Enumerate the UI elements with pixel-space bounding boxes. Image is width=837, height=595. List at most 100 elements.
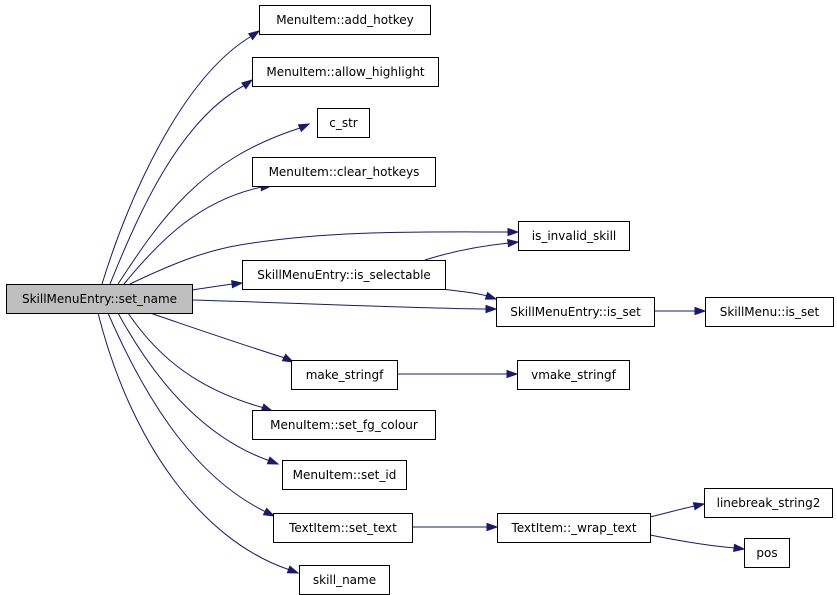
arrowhead-icon	[506, 369, 519, 379]
edge-entry_is_set-to-menu_is_set	[654, 306, 707, 316]
node-label: MenuItem::set_fg_colour	[270, 418, 418, 432]
node-box	[291, 360, 398, 390]
edge-line	[129, 231, 510, 285]
node-box	[517, 360, 630, 390]
node-entry_is_set[interactable]: SkillMenuEntry::is_set	[496, 297, 655, 327]
arrowhead-icon	[485, 304, 498, 314]
edge-root-to-is_selectable	[191, 279, 244, 291]
node-label: pos	[756, 546, 777, 560]
node-wrap_text[interactable]: TextItem::_wrap_text	[497, 513, 651, 543]
edge-line	[117, 127, 301, 285]
node-box	[497, 513, 651, 543]
arrowhead-icon	[507, 227, 520, 237]
node-box	[282, 460, 407, 490]
node-label: SkillMenu::is_set	[720, 305, 820, 319]
arrowhead-icon	[694, 306, 707, 316]
node-set_id[interactable]: MenuItem::set_id	[282, 460, 407, 490]
node-set_fg_colour[interactable]: MenuItem::set_fg_colour	[252, 410, 436, 440]
edge-is_selectable-to-is_invalid_skill	[424, 238, 520, 261]
node-box	[252, 157, 436, 187]
edge-root-to-allow_highlight	[109, 79, 254, 285]
node-box	[705, 297, 834, 327]
node-label: c_str	[329, 116, 358, 130]
edge-line	[107, 312, 267, 513]
arrowhead-icon	[733, 543, 746, 553]
node-root[interactable]: SkillMenuEntry::set_name	[6, 284, 193, 314]
edge-root-to-make_stringf	[149, 312, 295, 363]
node-vmake_stringf[interactable]: vmake_stringf	[517, 360, 630, 390]
arrowhead-icon	[486, 522, 499, 532]
edge-line	[127, 312, 265, 409]
node-label: MenuItem::set_id	[293, 468, 397, 482]
node-box	[252, 410, 436, 440]
node-menu_is_set[interactable]: SkillMenu::is_set	[705, 297, 834, 327]
edge-line	[109, 84, 246, 285]
node-label: MenuItem::allow_highlight	[266, 65, 425, 79]
function-nodes: SkillMenuEntry::set_name MenuItem::add_ho…	[6, 5, 834, 595]
arrowhead-icon	[297, 123, 311, 133]
edge-root-to-skill_name	[97, 312, 300, 574]
edge-set_text-to-wrap_text	[412, 522, 499, 532]
edge-root-to-set_id	[117, 312, 280, 465]
arrowhead-icon	[247, 30, 261, 41]
node-pos[interactable]: pos	[744, 538, 790, 568]
arrowhead-icon	[231, 279, 244, 289]
edge-root-to-set_fg_colour	[127, 312, 274, 412]
node-label: MenuItem::clear_hotkeys	[269, 165, 420, 179]
node-clear_hotkeys[interactable]: MenuItem::clear_hotkeys	[252, 157, 436, 187]
node-box	[259, 5, 431, 35]
edge-wrap_text-to-linebreak_string2	[649, 502, 706, 518]
node-box	[518, 221, 630, 251]
arrowhead-icon	[507, 238, 520, 248]
edge-root-to-add_hotkey	[101, 30, 261, 285]
edge-line	[123, 186, 263, 285]
edge-line	[97, 312, 291, 571]
node-box	[242, 260, 446, 290]
edge-line	[424, 242, 510, 261]
edge-root-to-entry_is_set	[191, 299, 498, 314]
edge-root-to-set_text	[107, 312, 276, 517]
edge-is_selectable-to-entry_is_set	[439, 288, 498, 300]
node-skill_name[interactable]: skill_name	[299, 565, 390, 595]
node-add_hotkey[interactable]: MenuItem::add_hotkey	[259, 5, 431, 35]
node-is_selectable[interactable]: SkillMenuEntry::is_selectable	[242, 260, 446, 290]
node-is_invalid_skill[interactable]: is_invalid_skill	[518, 221, 630, 251]
edge-root-to-is_invalid_skill	[129, 227, 520, 285]
node-label: make_stringf	[306, 368, 384, 382]
arrowhead-icon	[692, 502, 706, 511]
node-box	[496, 297, 655, 327]
edge-line	[149, 312, 286, 359]
node-allow_highlight[interactable]: MenuItem::allow_highlight	[252, 57, 439, 87]
node-set_text[interactable]: TextItem::set_text	[273, 513, 413, 543]
node-label: SkillMenuEntry::set_name	[22, 292, 177, 306]
arrowhead-icon	[260, 403, 274, 412]
arrowhead-icon	[241, 79, 254, 90]
edge-line	[439, 288, 488, 297]
arrowhead-icon	[262, 507, 276, 517]
node-c_str[interactable]: c_str	[317, 108, 370, 138]
arrowhead-icon	[286, 565, 300, 574]
node-label: MenuItem::add_hotkey	[276, 13, 414, 27]
node-label: TextItem::set_text	[288, 521, 397, 535]
node-box	[273, 513, 413, 543]
edge-line	[117, 312, 271, 462]
node-box	[252, 57, 439, 87]
edge-line	[649, 505, 696, 518]
arrowhead-icon	[484, 291, 498, 300]
edge-wrap_text-to-pos	[649, 534, 746, 553]
node-make_stringf[interactable]: make_stringf	[291, 360, 398, 390]
node-label: SkillMenuEntry::is_selectable	[257, 268, 431, 282]
node-label: TextItem::_wrap_text	[510, 521, 636, 535]
node-linebreak_string2[interactable]: linebreak_string2	[704, 488, 833, 518]
arrowhead-icon	[281, 353, 295, 363]
node-box	[704, 488, 833, 518]
node-label: SkillMenuEntry::is_set	[510, 305, 641, 319]
node-box	[317, 108, 370, 138]
edge-line	[101, 36, 251, 285]
node-label: is_invalid_skill	[532, 229, 616, 243]
edge-line	[649, 534, 736, 549]
edge-line	[191, 283, 234, 291]
node-label: vmake_stringf	[531, 368, 616, 382]
node-label: skill_name	[313, 573, 376, 587]
